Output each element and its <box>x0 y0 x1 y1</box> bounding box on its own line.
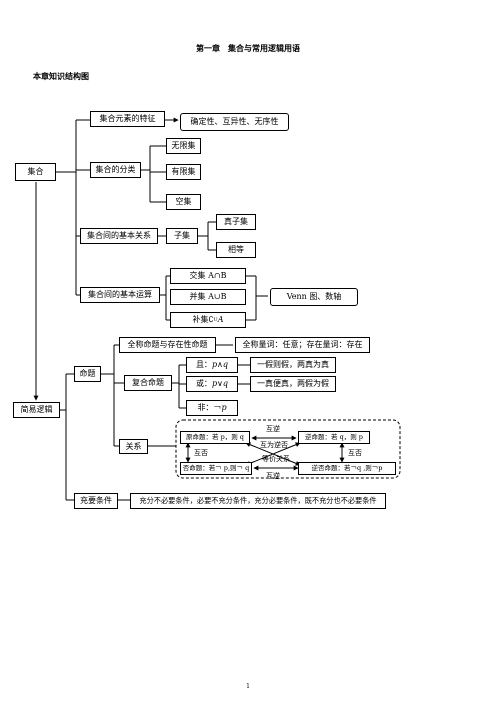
inverse-proposition-box: 否命题：若￢ p,则￢ q <box>180 462 252 475</box>
element-features-box: 集合元素的特征 <box>90 111 165 127</box>
element-features-detail-box: 确定性、互异性、无序性 <box>180 113 289 131</box>
set-root-box: 集合 <box>15 163 56 181</box>
conditions-box: 充要条件 <box>74 493 118 509</box>
equivalent-label: 等价关系 <box>262 455 290 463</box>
mutual-negation-left-label: 互否 <box>194 449 208 457</box>
relations-box: 关系 <box>119 439 148 454</box>
not-label: 非：￢ <box>197 403 222 412</box>
or-expr: p∨q <box>211 379 229 388</box>
page-number: 1 <box>246 683 250 690</box>
complement-label: 补集∁ <box>192 315 214 324</box>
not-box: 非：￢p <box>186 400 238 416</box>
and-box: 且：p∧q <box>186 357 238 373</box>
logic-root-box: 简易逻辑 <box>13 402 60 418</box>
quantifier-detail-box: 全称量词：任意；存在量词：存在 <box>235 337 370 353</box>
and-label: 且： <box>195 360 212 369</box>
proposition-box: 命题 <box>74 366 101 382</box>
complement-var: A <box>217 315 224 324</box>
converse-proposition-box: 逆命题：若 q，则 p <box>298 431 370 444</box>
mutual-negation-right-label: 互否 <box>348 449 362 457</box>
subset-box: 子集 <box>166 228 198 244</box>
classification-box: 集合的分类 <box>90 162 141 178</box>
union-box: 并集 A∪B <box>170 289 246 305</box>
contrapositive-box: 逆否命题：若￢q ,则￢p <box>298 462 396 475</box>
original-proposition-box: 原命题：若 p，则 q <box>180 431 250 444</box>
operations-note-box: Venn 图、数轴 <box>270 288 358 306</box>
complement-subscript: U <box>213 316 218 323</box>
and-expr: p∧q <box>211 360 229 369</box>
and-rule-box: 一假则假，两真为真 <box>250 357 336 373</box>
compound-box: 复合命题 <box>124 375 172 391</box>
not-var: p <box>221 403 227 412</box>
basic-operations-box: 集合间的基本运算 <box>80 287 160 303</box>
conditions-detail-box: 充分不必要条件，必要不充分条件，充分必要条件，既不充分也不必要条件 <box>130 493 386 509</box>
page-subtitle: 本章知识结构图 <box>33 72 89 81</box>
or-label: 或： <box>195 379 212 388</box>
mutual-converse-bottom-label: 互逆 <box>266 472 280 480</box>
mutual-converse-top-label: 互逆 <box>266 425 280 433</box>
proper-subset-box: 真子集 <box>216 214 256 230</box>
quantifier-box: 全称命题与存在性命题 <box>119 337 216 353</box>
empty-set-box: 空集 <box>166 194 201 210</box>
intersection-box: 交集 A∩B <box>170 268 246 284</box>
mutual-contrapositive-label: 互为逆否 <box>260 441 288 449</box>
basic-relations-box: 集合间的基本关系 <box>80 228 158 244</box>
or-rule-box: 一真便真，两假为假 <box>250 376 336 392</box>
finite-set-box: 有限集 <box>166 164 201 180</box>
equal-box: 相等 <box>216 242 256 258</box>
page-title: 第一章 集合与常用逻辑用语 <box>196 44 300 53</box>
infinite-set-box: 无限集 <box>166 138 201 154</box>
or-box: 或：p∨q <box>186 376 238 392</box>
